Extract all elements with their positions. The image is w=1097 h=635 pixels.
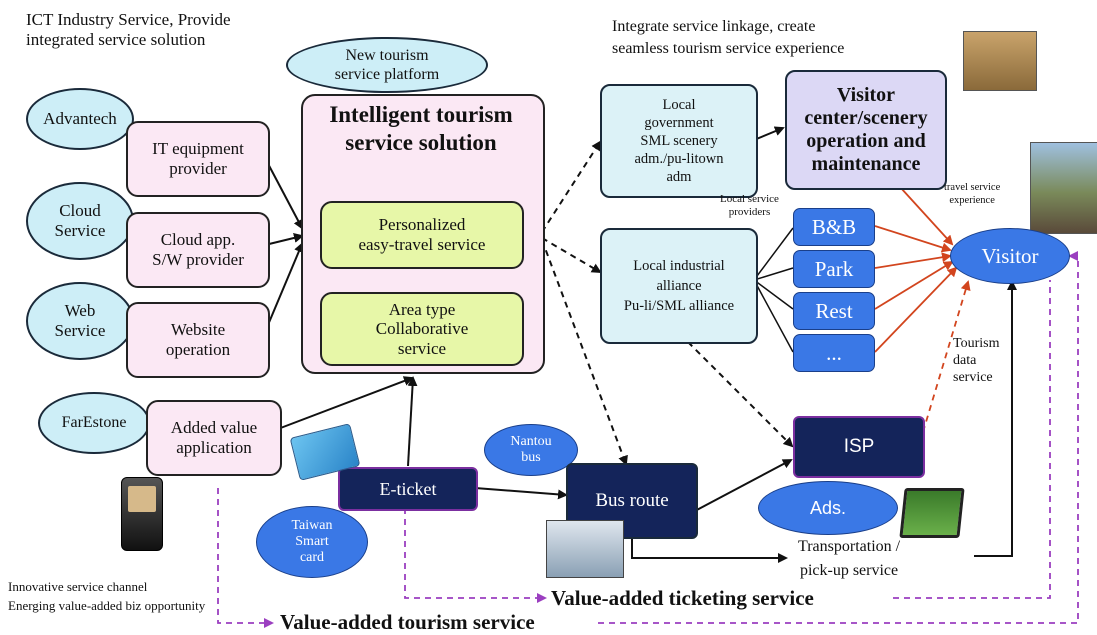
phone-icon [121,477,163,551]
dash-solution-to-bus [541,239,628,466]
solution-area-type: Area type Collaborative service [320,292,524,366]
role-it-equipment: IT equipment provider [126,121,270,197]
arrow-bus-to-transport [631,536,788,563]
arrow-it-to-solution [264,157,303,230]
dash-solution-to-alliance [541,237,602,274]
arrow-gov-to-center [753,126,785,141]
arrow-transport-to-visitor [974,280,1017,557]
visitor-center-box: Visitor center/scenery operation and mai… [785,70,947,190]
service-park: Park [793,250,875,288]
header-left: ICT Industry Service, Provide integrated… [26,10,231,50]
innovative-label: Innovative service channel Energing valu… [8,579,206,613]
visitor-center-photo [963,31,1037,91]
smart-card-oval: Taiwan Smart card [256,506,368,578]
local-service-providers-label: Local service providers [720,193,779,219]
role-added-value: Added value application [146,400,282,476]
arrow-eticket-to-bus [474,487,568,500]
platform-oval: New tourism service platform [286,37,488,93]
platform-label: New tourism service platform [334,46,440,83]
arrow-bus-to-isp [692,459,793,513]
dash-solution-to-gov [541,140,602,233]
arrow-web-to-solution [264,242,304,333]
value-ticketing-label: Value-added ticketing service [551,586,814,610]
isp-box: ISP [793,416,925,478]
bus-photo [546,520,624,578]
tablet-icon [899,488,965,538]
eticket-box: E-ticket [338,467,478,511]
transport-label: Transportation / pick-up service [798,538,901,579]
travel-photo [1030,142,1097,234]
dash-alliance-to-isp [687,341,794,448]
visitor-oval: Visitor [950,228,1070,284]
ads-oval: Ads. [758,481,898,535]
service-rest: Rest [793,292,875,330]
travel-experience-label: travel service experience [944,182,1001,206]
arrow-added-to-solution [269,376,414,433]
value-tourism-label: Value-added tourism service [280,610,535,634]
role-cloud-app: Cloud app. S/W provider [126,212,270,288]
provider-advantech: Advantech [26,88,134,150]
nantou-bus-oval: Nantou bus [484,424,578,476]
arrow-cloud-to-solution [264,233,304,246]
tourism-data-label: Tourism data service [953,336,1000,385]
solution-title: Intelligent tourism service solution [329,102,513,155]
provider-farestone: FarEstone [38,392,150,454]
provider-cloud: Cloud Service [26,182,134,260]
service-bnb: B&B [793,208,875,246]
header-right: Integrate service linkage, create seamle… [612,18,845,58]
local-alliance-box: Local industrial alliance Pu-li/SML alli… [600,228,758,344]
provider-web: Web Service [26,282,134,360]
solution-personalized: Personalized easy-travel service [320,201,524,269]
service-more: ... [793,334,875,372]
role-website: Website operation [126,302,270,378]
local-government-box: Local government SML scenery adm./pu-lit… [600,84,758,198]
arrow-eticket-to-solution [407,376,418,467]
